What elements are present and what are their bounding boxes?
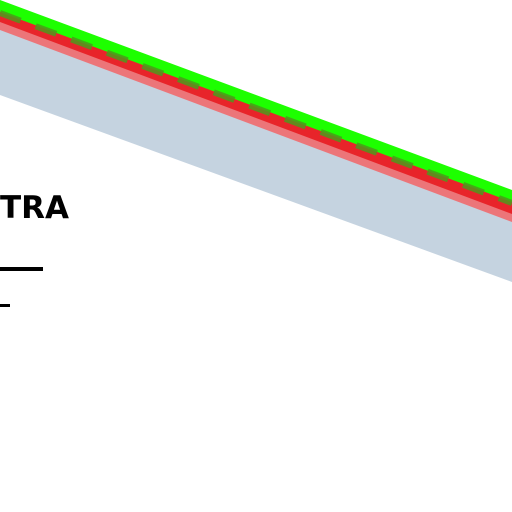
green-dash-pattern	[0, 10, 512, 206]
short-rule	[0, 304, 10, 307]
partial-label: TRA	[0, 190, 70, 226]
underline-rule	[0, 267, 43, 271]
green-edge	[0, 0, 512, 202]
